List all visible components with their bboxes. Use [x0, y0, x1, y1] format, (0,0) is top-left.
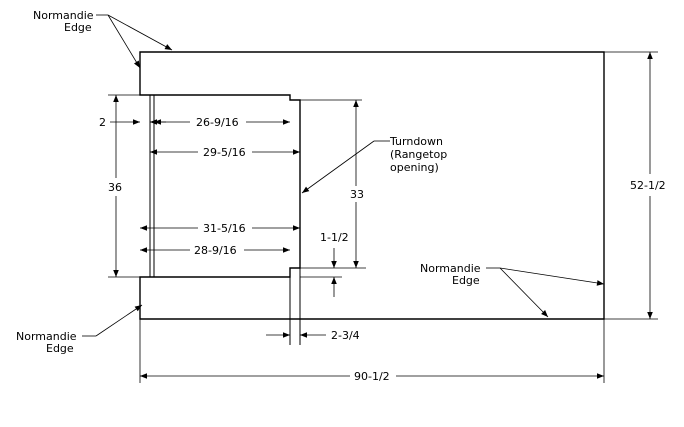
normandie-edge-bottom-left-line2: Edge — [46, 342, 74, 355]
normandie-edge-right-line2: Edge — [452, 274, 480, 287]
dim-31-5-16-label: 31-5/16 — [203, 222, 246, 235]
dim-2-3-4-label: 2-3/4 — [331, 329, 360, 342]
normandie-edge-right-line1: Normandie — [420, 262, 481, 275]
turndown-label-line2: (Rangetop — [390, 148, 447, 161]
leader-right-b — [499, 267, 549, 318]
leader-turndown-arrow — [301, 140, 375, 194]
leader-bottom-left-arrow — [95, 304, 143, 337]
dim-52-1-2-label: 52-1/2 — [630, 179, 666, 192]
dim-90-1-2-label: 90-1/2 — [354, 370, 390, 383]
normandie-edge-top-left-line1: Normandie — [33, 9, 94, 22]
turndown-label-line3: opening) — [390, 161, 439, 174]
countertop-outline — [139, 51, 605, 320]
normandie-edge-bottom-left-line1: Normandie — [16, 330, 77, 343]
dim-33-label: 33 — [350, 188, 364, 201]
dim-28-9-16-label: 28-9/16 — [194, 244, 237, 257]
dim-29-5-16-label: 29-5/16 — [203, 146, 246, 159]
dim-1-1-2-label: 1-1/2 — [320, 231, 349, 244]
dim-2-label: 2 — [99, 116, 106, 129]
turndown-label-line1: Turndown — [389, 135, 443, 148]
leader-top-left-b — [107, 14, 141, 69]
dim-26-9-16-label: 26-9/16 — [196, 116, 239, 129]
dim-36-label: 36 — [108, 181, 122, 194]
normandie-edge-top-left-line2: Edge — [64, 21, 92, 34]
leader-top-left-a — [107, 14, 173, 51]
leader-right-a — [499, 267, 605, 286]
